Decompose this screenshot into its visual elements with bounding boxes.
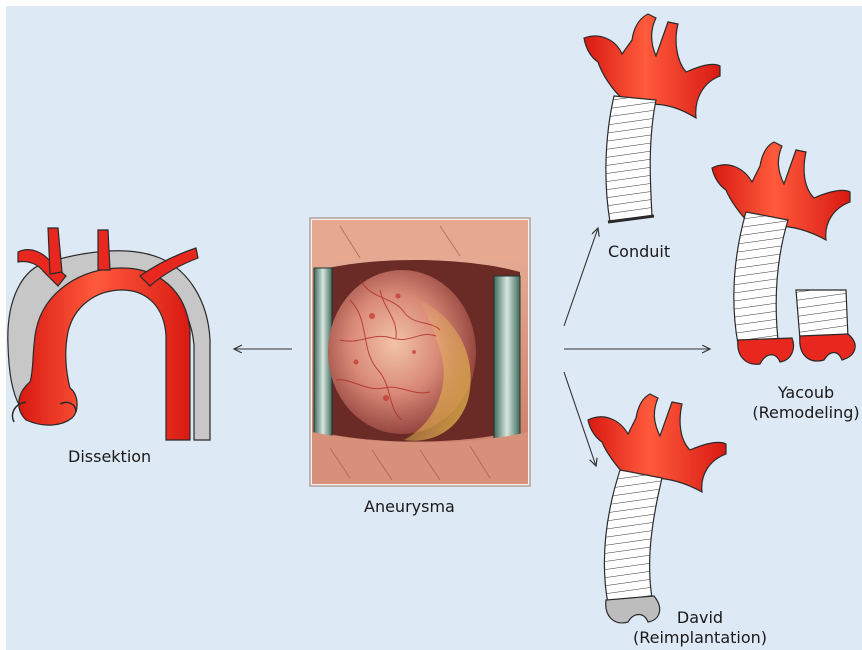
david-tube [604,470,662,604]
retractor-right [494,276,520,442]
yacoub-graft-illustration [712,142,855,364]
label-david-name: David [630,608,770,628]
label-david-subtitle: (Reimplantation) [630,628,770,648]
conduit-tube [606,96,656,222]
branch-brachiocephalic [48,228,62,274]
label-dissektion: Dissektion [68,447,151,467]
aneurysm-photo [310,218,530,486]
label-aneurysma: Aneurysma [364,497,455,517]
label-yacoub-subtitle: (Remodeling) [752,403,860,423]
branch-common-carotid [98,230,110,270]
yacoub-segment [796,290,848,340]
arrow-to-conduit [564,228,598,326]
david-graft-illustration [588,394,726,623]
label-conduit: Conduit [608,242,670,262]
conduit-graft-illustration [584,14,720,222]
label-yacoub-name: Yacoub [752,383,860,403]
label-david: David (Reimplantation) [630,608,770,648]
dissection-aorta-illustration [8,228,210,440]
yacoub-root [738,338,794,364]
yacoub-segment-root [800,334,855,361]
label-yacoub: Yacoub (Remodeling) [752,383,860,423]
yacoub-tube [734,212,788,344]
